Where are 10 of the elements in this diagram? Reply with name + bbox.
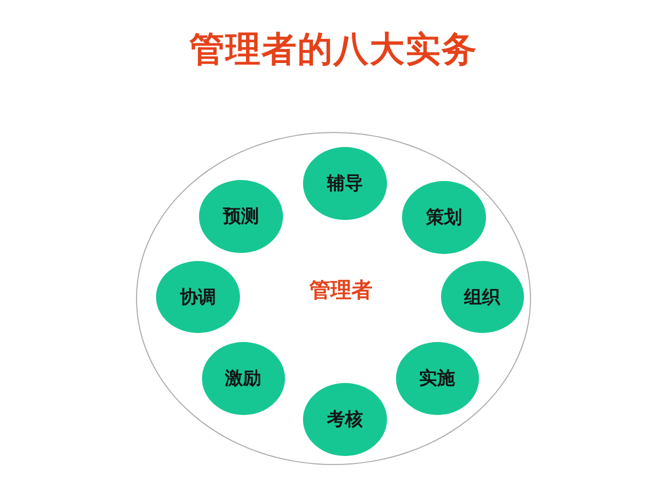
- task-circle: 实施: [396, 342, 478, 414]
- task-circle: 策划: [402, 180, 486, 254]
- task-circle: 预测: [199, 180, 283, 252]
- task-circle: 辅导: [303, 146, 387, 220]
- task-circle: 协调: [156, 261, 240, 333]
- task-circle: 组织: [440, 261, 524, 333]
- title: 管理者的八大实务: [190, 30, 478, 70]
- task-circle: 考核: [303, 382, 387, 456]
- center-label: 管理者: [310, 277, 372, 303]
- task-circle: 激励: [202, 342, 284, 414]
